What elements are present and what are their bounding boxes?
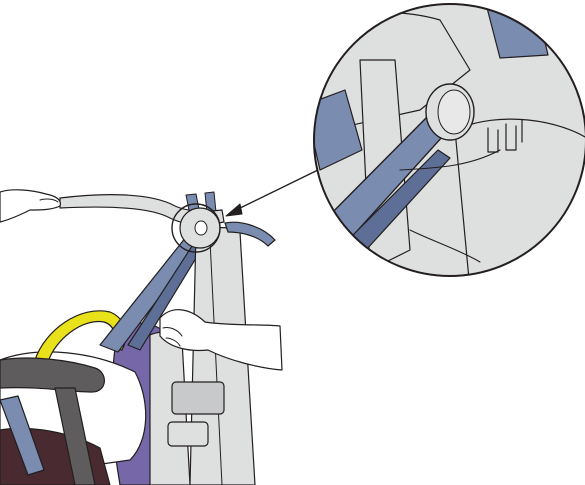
zoom-mast-panel-right [455, 119, 585, 290]
lift-handle-lower [168, 422, 208, 446]
main-scene [0, 190, 282, 485]
sling-hook-knob [195, 221, 207, 235]
arrow-head [226, 204, 242, 216]
magnifier-callout [300, 0, 585, 290]
leader-arrow [226, 168, 322, 216]
lift-handle-block [172, 382, 224, 414]
zoom-hook-knob-face [438, 90, 470, 134]
caregiver-left-hand [0, 190, 60, 222]
